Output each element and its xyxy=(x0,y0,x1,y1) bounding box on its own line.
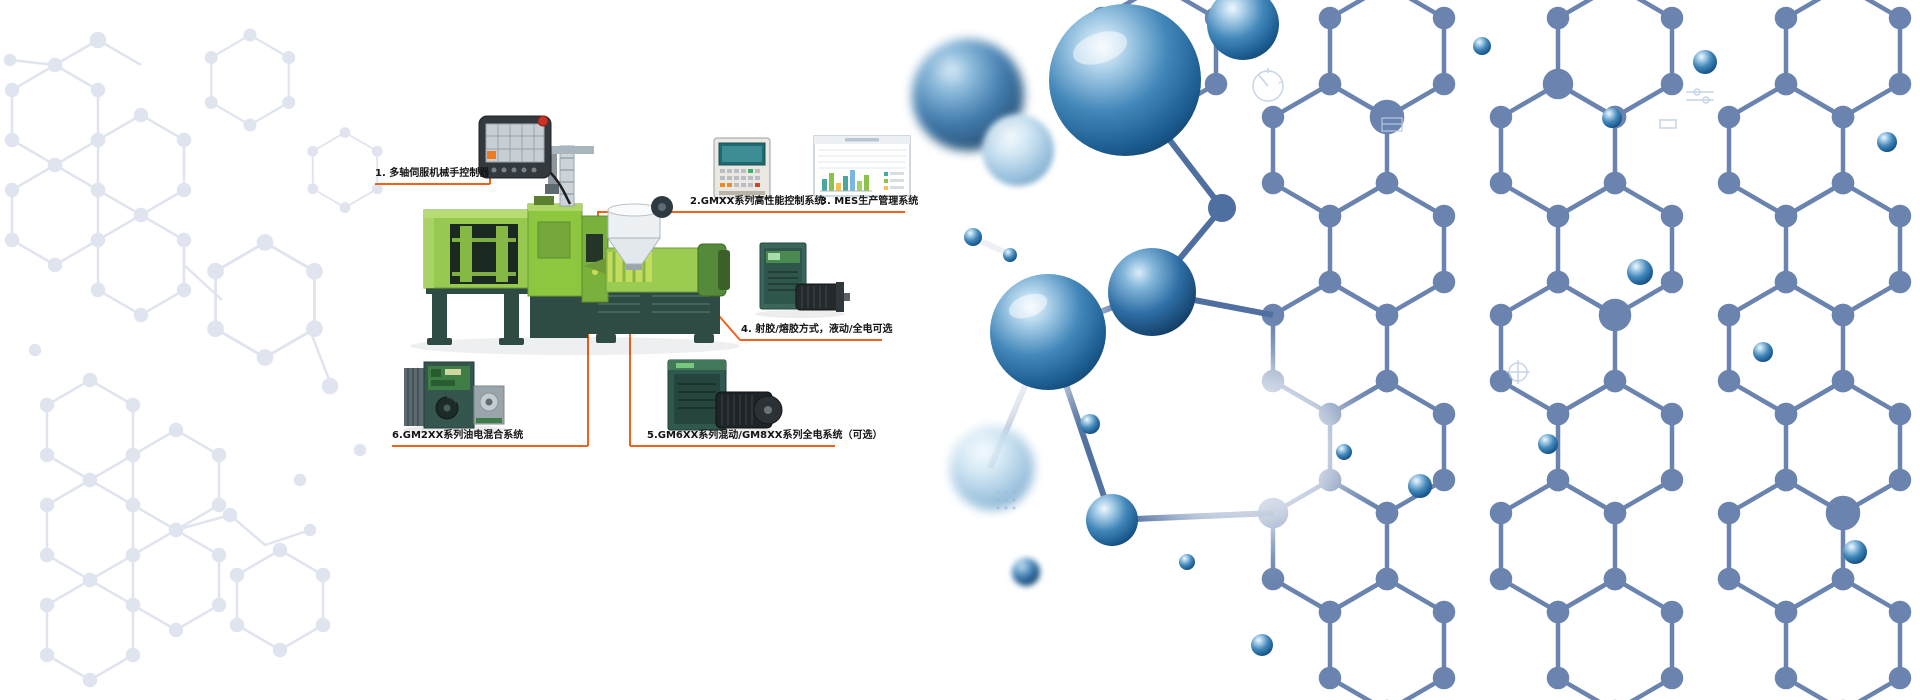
callout-label-1: 1. 多轴伺服机械手控制器 xyxy=(375,168,490,179)
hybrid-power-drive-image xyxy=(403,361,507,435)
servo-drive-motor-image xyxy=(755,242,850,318)
callout-label-4: 4. 射胶/熔胶方式，液动/全电可选 xyxy=(741,324,893,335)
clamping-unit xyxy=(423,209,529,289)
callout-label-3: 3. MES生产管理系统 xyxy=(820,196,919,207)
machine-mid-tower xyxy=(527,196,583,297)
callout-label-6: 6.GM2XX系列油电混合系统 xyxy=(392,430,524,441)
teach-pendant-image xyxy=(478,115,572,205)
hybrid-drive-unit-image xyxy=(664,359,783,437)
callout-label-2: 2.GMXX系列高性能控制系统 xyxy=(690,196,825,207)
material-hopper xyxy=(607,196,673,270)
injection-unit xyxy=(584,243,730,297)
mes-dashboard-image xyxy=(813,135,911,197)
controller-hmi-image xyxy=(713,137,771,199)
mes-bar-chart xyxy=(820,170,872,192)
emergency-stop-icon xyxy=(537,115,549,127)
injection-molding-machine xyxy=(410,145,740,355)
callout-label-5: 5.GM6XX系列混动/GM8XX系列全电系统（可选） xyxy=(647,430,883,441)
mes-legend xyxy=(884,172,904,190)
molecule-spheres xyxy=(912,0,1897,656)
